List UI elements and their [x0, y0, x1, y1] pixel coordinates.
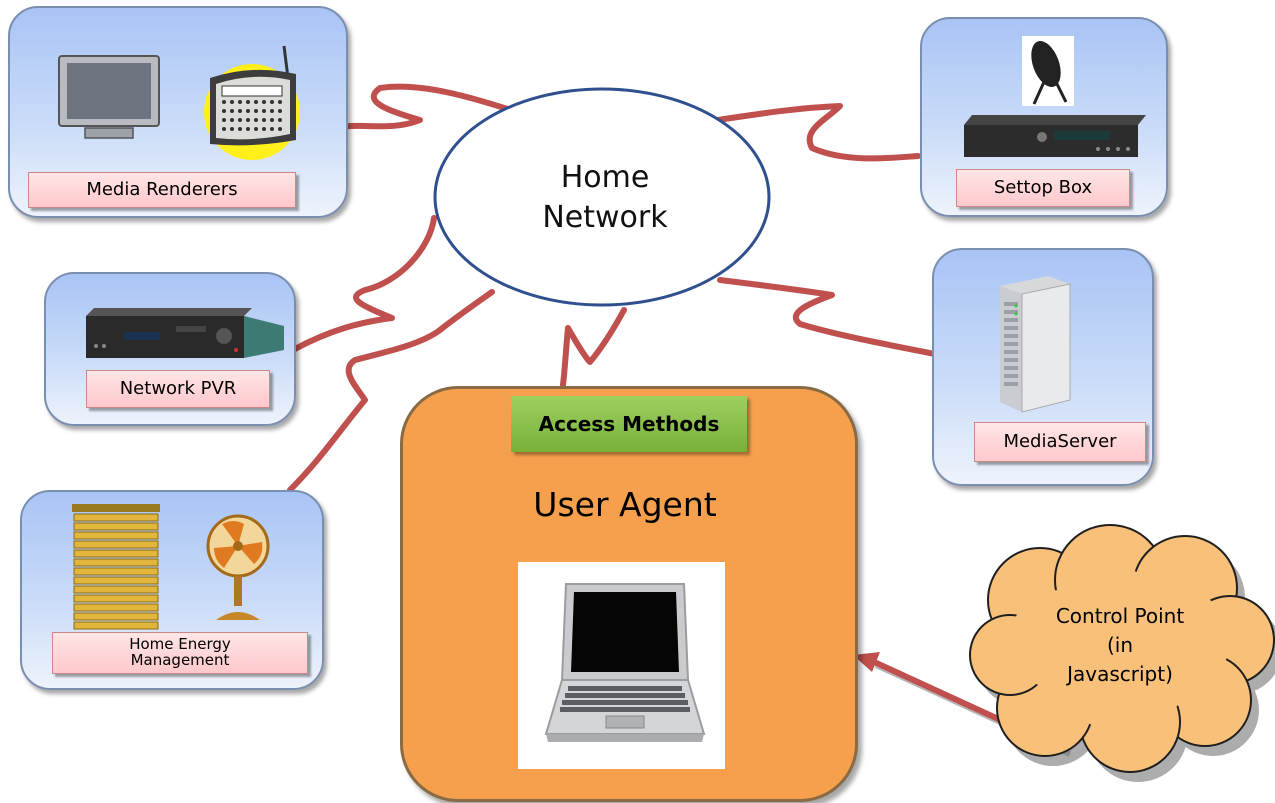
user-agent-title: User Agent	[533, 485, 717, 524]
mediaserver-label: MediaServer	[974, 422, 1146, 462]
laptop-icon	[544, 583, 706, 742]
home-energy-box: Home Energy Management	[20, 490, 324, 690]
control-point-line3: Javascript)	[1067, 662, 1173, 686]
satellite-dish-icon	[1022, 36, 1074, 106]
pvr-icon	[86, 308, 284, 358]
control-point-line2: (in	[1106, 633, 1134, 657]
arrowhead-icon	[853, 652, 880, 672]
wire-pvr	[290, 215, 437, 353]
home-network-line1: Home	[560, 160, 650, 195]
settop-box-label: Settop Box	[956, 169, 1130, 207]
media-renderers-label: Media Renderers	[28, 172, 296, 208]
settop-box-icon	[964, 115, 1146, 157]
home-network-line2: Network	[542, 200, 668, 235]
wire-agent	[560, 307, 627, 388]
wire-energy	[287, 289, 495, 493]
tv-icon	[58, 55, 160, 139]
desk-fan-icon	[206, 514, 270, 620]
mediaserver-box: MediaServer	[932, 248, 1154, 486]
home-energy-label-line1: Home Energy	[129, 635, 231, 654]
network-pvr-label: Network PVR	[86, 370, 270, 408]
settop-box-box: Settop Box	[920, 17, 1168, 217]
wire-renderers	[332, 83, 538, 131]
window-blinds-icon	[72, 504, 160, 630]
wire-server	[717, 277, 938, 357]
home-energy-label-line2: Management	[130, 651, 230, 669]
home-energy-label: Home Energy Management	[52, 632, 308, 674]
home-network-label: Home Network	[505, 158, 705, 238]
radio-icon	[204, 45, 300, 160]
network-pvr-box: Network PVR	[44, 272, 296, 426]
access-methods-label: Access Methods	[511, 396, 747, 452]
wire-settop	[694, 103, 921, 162]
server-tower-icon	[1000, 276, 1071, 413]
media-renderers-box: Media Renderers	[8, 6, 348, 218]
laptop-image-frame	[518, 562, 725, 769]
control-point-line1: Control Point	[1055, 604, 1185, 628]
control-point-label: Control Point (in Javascript)	[1030, 602, 1210, 689]
